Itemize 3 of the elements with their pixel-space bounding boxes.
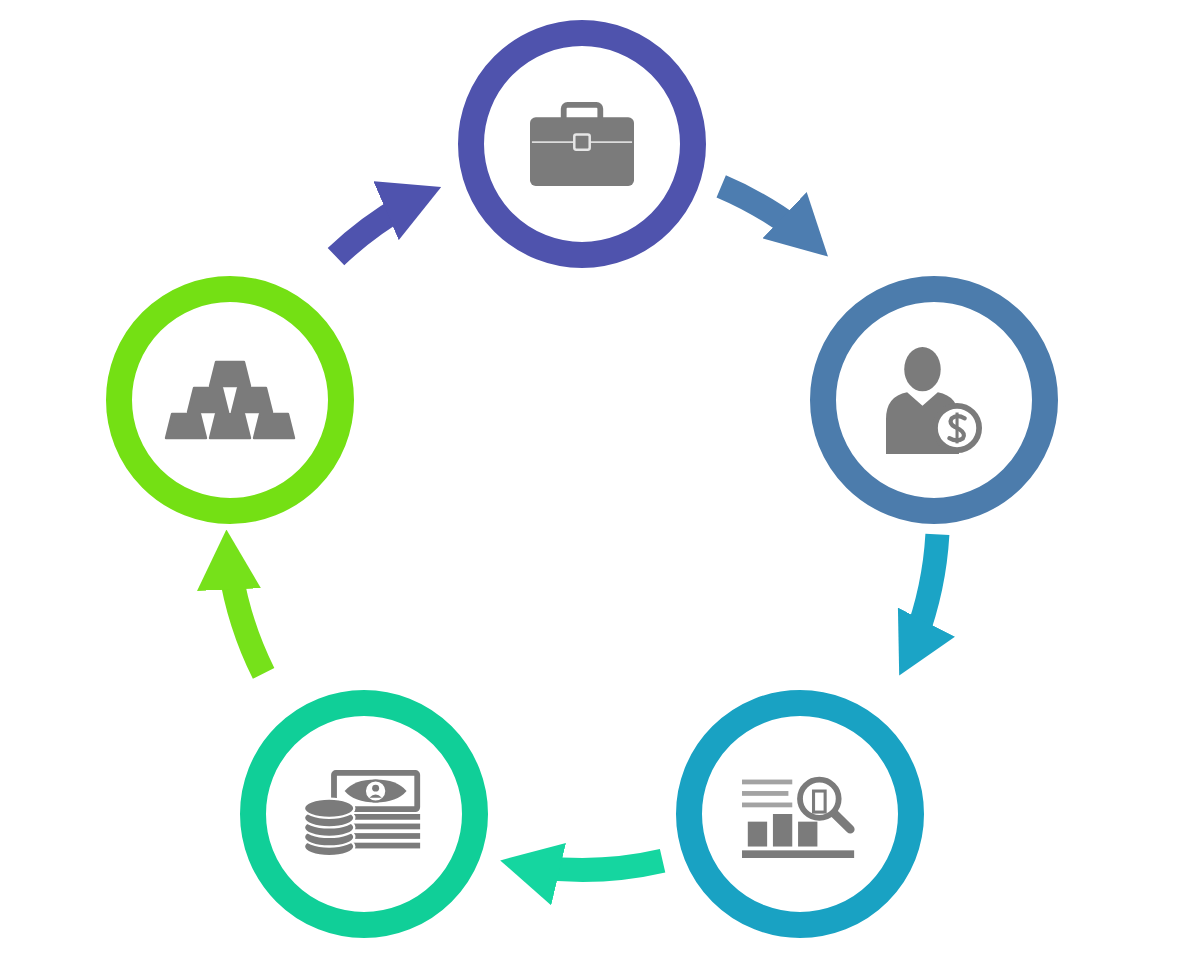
arrow (498, 839, 665, 903)
arrow (328, 176, 447, 266)
arrow (200, 528, 275, 679)
